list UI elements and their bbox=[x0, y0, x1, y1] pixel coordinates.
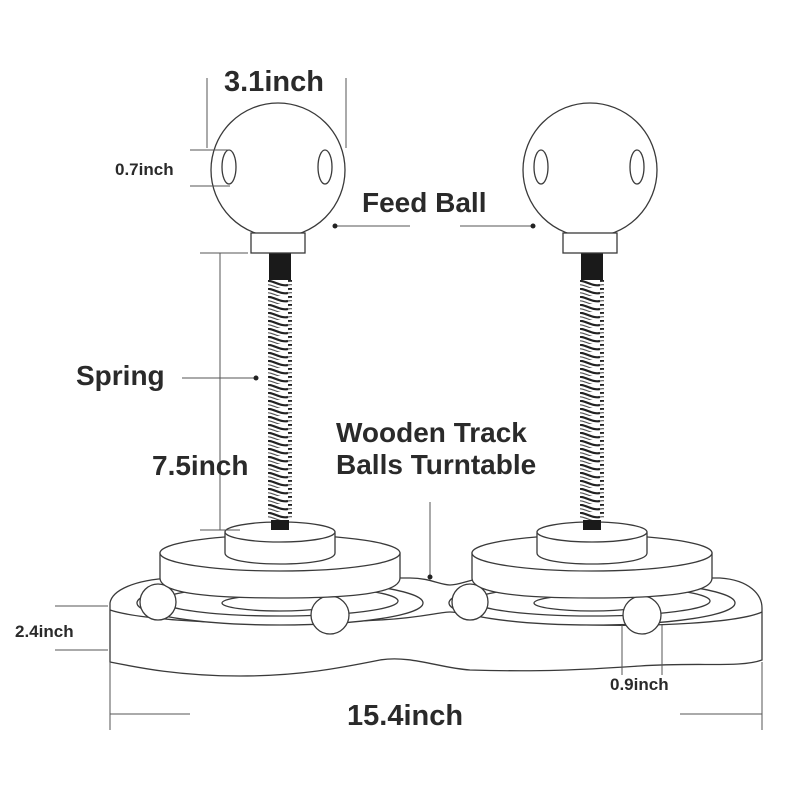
track-ball bbox=[622, 595, 662, 635]
ball-diameter-label: 0.9inch bbox=[610, 675, 669, 694]
total-length-label: 15.4inch bbox=[347, 700, 464, 732]
height-label: 7.5inch bbox=[152, 450, 249, 481]
track-ball bbox=[451, 583, 489, 621]
track-label-line1: Wooden Track bbox=[336, 417, 527, 448]
track-label-line2: Balls Turntable bbox=[336, 449, 537, 480]
dimension-lines bbox=[55, 78, 763, 730]
feed-ball-label: Feed Ball bbox=[362, 187, 487, 218]
track-ball bbox=[139, 583, 177, 621]
spring-label: Spring bbox=[76, 360, 165, 391]
leader-dots bbox=[253, 223, 536, 580]
track-ball bbox=[310, 595, 350, 635]
ball-hole-label: 0.7inch bbox=[115, 160, 174, 179]
base-height-label: 2.4inch bbox=[15, 622, 74, 641]
left-feed-ball bbox=[210, 102, 346, 254]
left-spring bbox=[268, 253, 292, 530]
right-turntable bbox=[448, 521, 736, 635]
left-turntable bbox=[136, 521, 424, 635]
ball-width-label: 3.1inch bbox=[224, 66, 324, 98]
right-feed-ball bbox=[522, 102, 658, 254]
right-spring bbox=[580, 253, 604, 530]
